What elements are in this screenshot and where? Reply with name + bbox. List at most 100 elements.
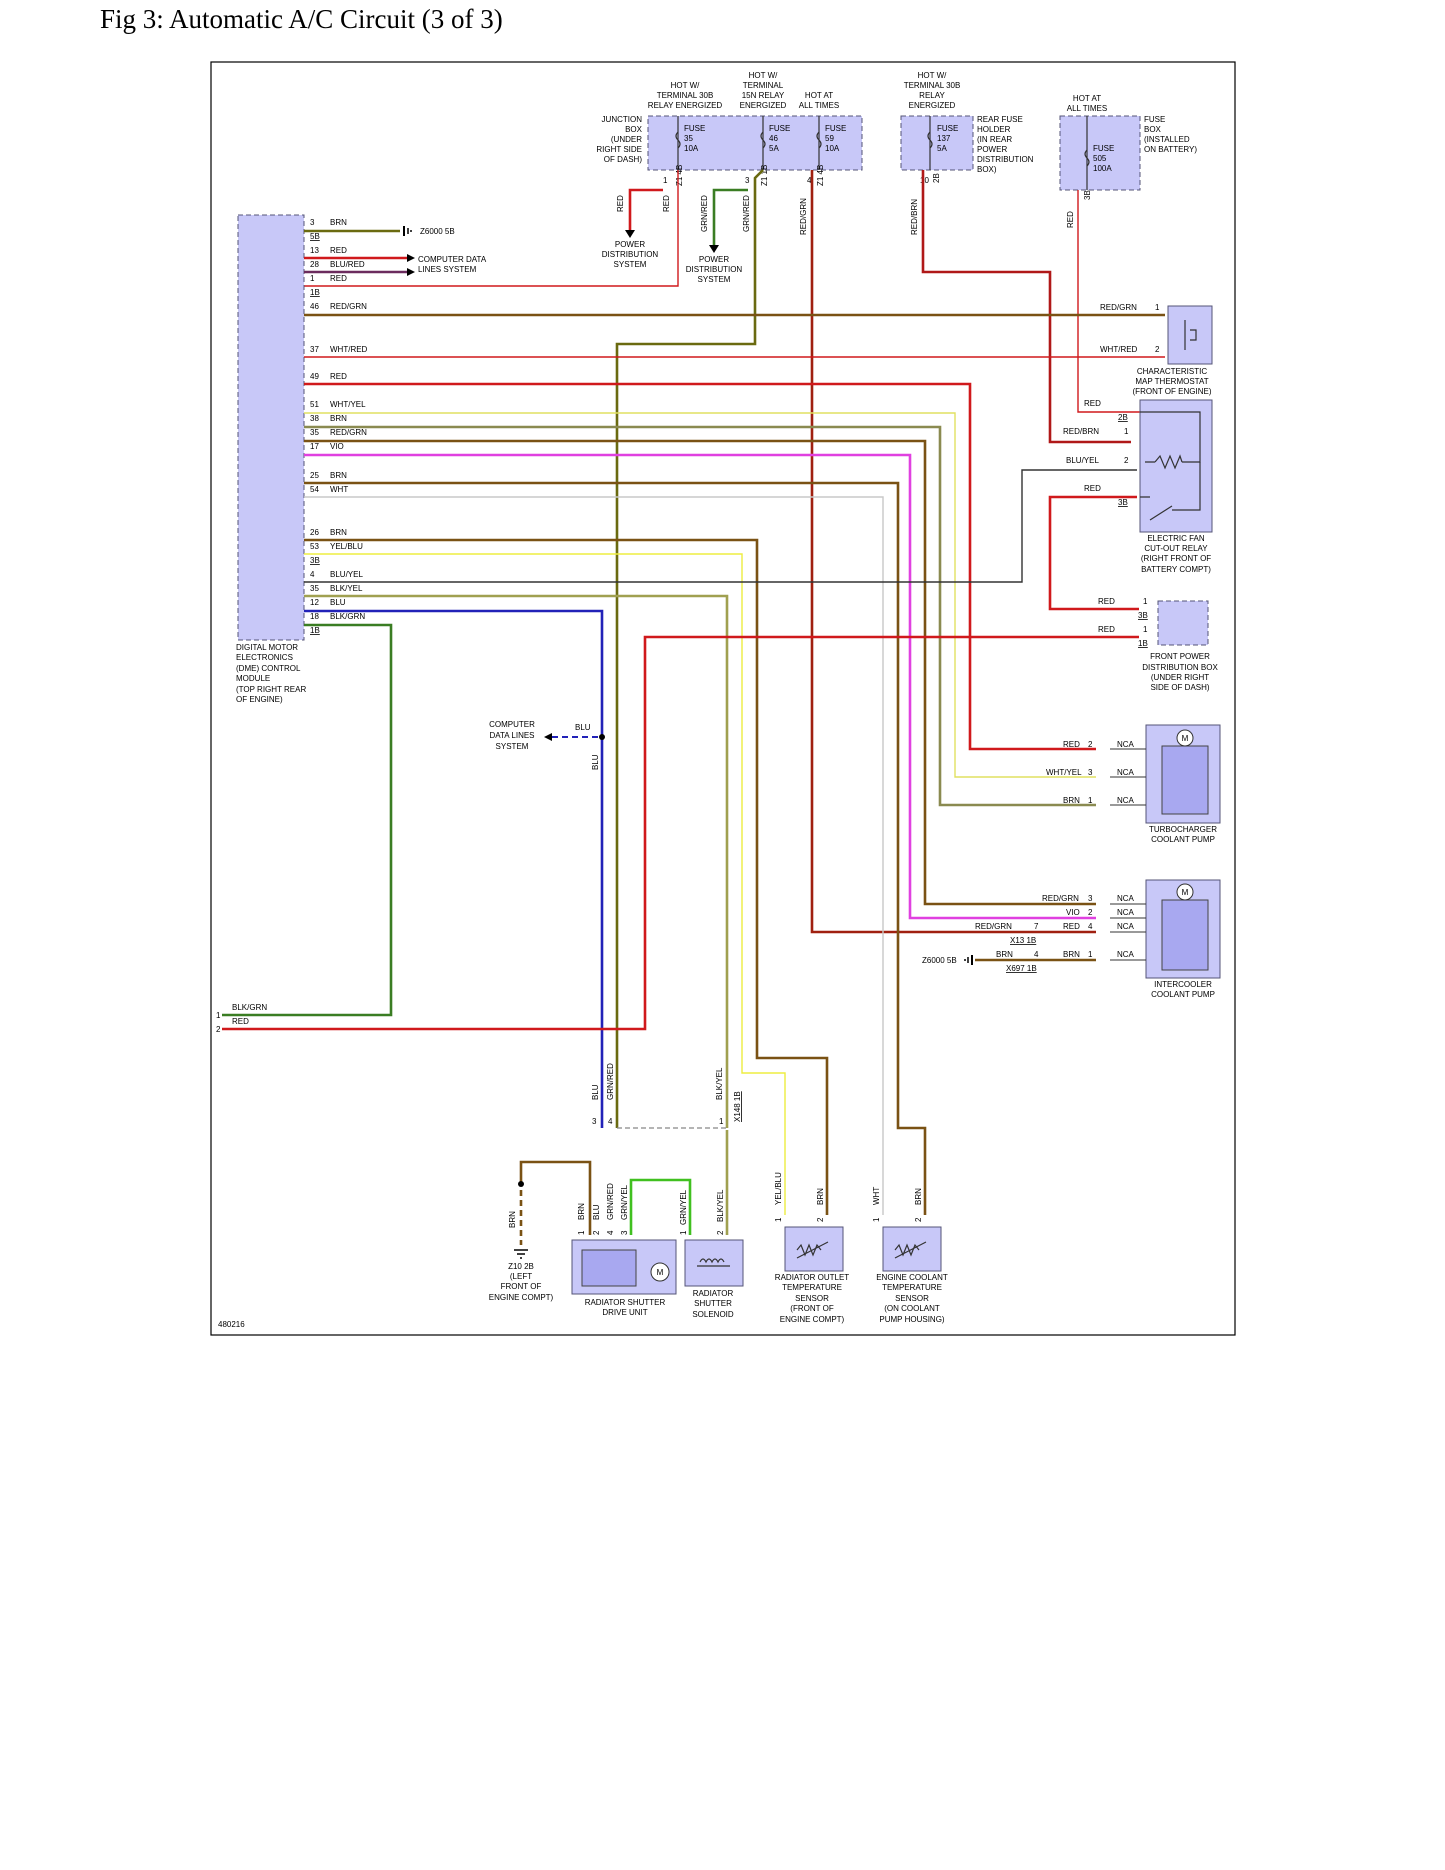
- svg-text:YEL/BLU: YEL/BLU: [330, 542, 363, 551]
- wire-grnred-pds: [712, 188, 748, 245]
- ground-icon: [964, 955, 973, 965]
- svg-text:FRONT OF: FRONT OF: [501, 1282, 542, 1291]
- wire-red-left: [222, 635, 1139, 1031]
- svg-text:RIGHT SIDE: RIGHT SIDE: [596, 145, 642, 154]
- wire-label: GRN/RED: [606, 1063, 615, 1100]
- supply-header-4: HOT W/ TERMINAL 30B RELAY ENERGIZED: [904, 71, 961, 110]
- svg-text:ENERGIZED: ENERGIZED: [909, 101, 956, 110]
- wire-label: RED: [1084, 399, 1101, 408]
- solenoid-coil-icon: [697, 1258, 730, 1267]
- wire-label: RED: [1084, 484, 1101, 493]
- svg-text:NCA: NCA: [1117, 950, 1135, 959]
- svg-text:RELAY: RELAY: [919, 91, 945, 100]
- fuse-59: FUSE 59 10A: [816, 116, 846, 170]
- pin-label: 1: [1143, 625, 1148, 634]
- svg-text:SOLENOID: SOLENOID: [692, 1310, 734, 1319]
- svg-text:SENSOR: SENSOR: [895, 1294, 929, 1303]
- svg-text:HOT AT: HOT AT: [1073, 94, 1101, 103]
- svg-text:DATA LINES: DATA LINES: [489, 731, 534, 740]
- connector-label: Z1 4B: [675, 165, 684, 186]
- wire-yelblu-rad-sensor: [304, 553, 786, 1215]
- wire-brn-z10: [519, 1160, 592, 1235]
- svg-text:BRN: BRN: [330, 218, 347, 227]
- svg-text:17: 17: [310, 442, 319, 451]
- junction-box-label: JUNCTION BOX (UNDER RIGHT SIDE OF DASH): [596, 115, 642, 164]
- thermistor-icon: [796, 1241, 829, 1259]
- svg-text:CHARACTERISTIC: CHARACTERISTIC: [1137, 367, 1207, 376]
- shutter-solenoid-label: RADIATOR SHUTTER SOLENOID: [692, 1289, 734, 1319]
- svg-text:MAP THERMOSTAT: MAP THERMOSTAT: [1135, 377, 1208, 386]
- svg-text:DRIVE UNIT: DRIVE UNIT: [602, 1308, 647, 1317]
- svg-text:RED: RED: [330, 246, 347, 255]
- rad-outlet-sensor-label: RADIATOR OUTLET TEMPERATURE SENSOR (FRON…: [775, 1273, 849, 1324]
- svg-text:ELECTRONICS: ELECTRONICS: [236, 653, 293, 662]
- svg-text:2: 2: [716, 1230, 725, 1235]
- characteristic-map-thermostat: [1167, 305, 1213, 365]
- svg-text:TEMPERATURE: TEMPERATURE: [782, 1283, 842, 1292]
- wire-blkyel-solenoid: [304, 594, 729, 1128]
- wire-label: RED: [1066, 211, 1075, 228]
- connector-label: X697 1B: [1006, 964, 1037, 973]
- svg-text:3: 3: [1088, 768, 1093, 777]
- svg-text:59: 59: [825, 134, 834, 143]
- svg-text:WHT: WHT: [330, 485, 348, 494]
- rear-fuse-holder: [900, 115, 974, 171]
- svg-text:35: 35: [310, 584, 319, 593]
- svg-text:VIO: VIO: [330, 442, 344, 451]
- svg-text:(RIGHT FRONT OF: (RIGHT FRONT OF: [1141, 554, 1211, 563]
- motor-icon: [650, 1262, 670, 1282]
- svg-text:25: 25: [310, 471, 319, 480]
- svg-text:1: 1: [774, 1217, 783, 1222]
- svg-text:5A: 5A: [769, 144, 779, 153]
- svg-text:10A: 10A: [825, 144, 840, 153]
- svg-text:5B: 5B: [310, 232, 320, 241]
- svg-text:18: 18: [310, 612, 319, 621]
- supply-header-5: HOT AT ALL TIMES: [1067, 94, 1107, 113]
- svg-text:1: 1: [872, 1217, 881, 1222]
- wire-redgrn-intercooler: [304, 439, 1096, 906]
- svg-text:(UNDER: (UNDER: [611, 135, 642, 144]
- svg-text:1: 1: [679, 1230, 688, 1235]
- arrow-icon: [544, 733, 552, 741]
- svg-text:RED: RED: [1063, 740, 1080, 749]
- svg-text:RED/GRN: RED/GRN: [330, 302, 367, 311]
- svg-text:1: 1: [577, 1230, 586, 1235]
- svg-text:MODULE: MODULE: [236, 674, 270, 683]
- ground-icon: [514, 1249, 528, 1259]
- svg-text:BLK/YEL: BLK/YEL: [716, 1189, 725, 1222]
- svg-text:JUNCTION: JUNCTION: [602, 115, 643, 124]
- pin-label: 4: [807, 176, 812, 185]
- fuse-35: FUSE 35 10A: [675, 116, 705, 170]
- svg-text:BLU: BLU: [330, 598, 346, 607]
- svg-text:LINES SYSTEM: LINES SYSTEM: [418, 265, 477, 274]
- pin-label: 1: [1155, 303, 1160, 312]
- svg-text:BRN: BRN: [914, 1188, 923, 1205]
- svg-text:BLU/RED: BLU/RED: [330, 260, 365, 269]
- pump-leads: [1110, 903, 1146, 961]
- pump-leads: [1110, 748, 1146, 806]
- svg-text:BOX): BOX): [977, 165, 997, 174]
- svg-text:YEL/BLU: YEL/BLU: [774, 1172, 783, 1205]
- svg-text:100A: 100A: [1093, 164, 1112, 173]
- svg-text:35: 35: [310, 428, 319, 437]
- fuse-505: FUSE 505 100A: [1084, 116, 1114, 190]
- relay-coil-icon: [1140, 411, 1201, 470]
- svg-text:BRN: BRN: [330, 528, 347, 537]
- wire-label: GRN/RED: [742, 195, 751, 232]
- svg-text:RELAY ENERGIZED: RELAY ENERGIZED: [648, 101, 723, 110]
- wire-label: BLU: [591, 1084, 600, 1100]
- svg-text:TERMINAL 30B: TERMINAL 30B: [657, 91, 714, 100]
- svg-text:FUSE: FUSE: [1093, 144, 1114, 153]
- svg-text:BLU: BLU: [592, 1204, 601, 1220]
- svg-text:10A: 10A: [684, 144, 699, 153]
- svg-text:COOLANT PUMP: COOLANT PUMP: [1151, 835, 1215, 844]
- svg-text:WHT/YEL: WHT/YEL: [330, 400, 366, 409]
- svg-text:FUSE: FUSE: [937, 124, 958, 133]
- svg-text:BRN: BRN: [577, 1203, 586, 1220]
- connector-label: 3B: [1083, 190, 1092, 200]
- svg-text:GRN/RED: GRN/RED: [606, 1183, 615, 1220]
- wire-label: RED/GRN: [975, 922, 1012, 931]
- wire-label: GRN/RED: [700, 195, 709, 232]
- svg-text:RED: RED: [1063, 922, 1080, 931]
